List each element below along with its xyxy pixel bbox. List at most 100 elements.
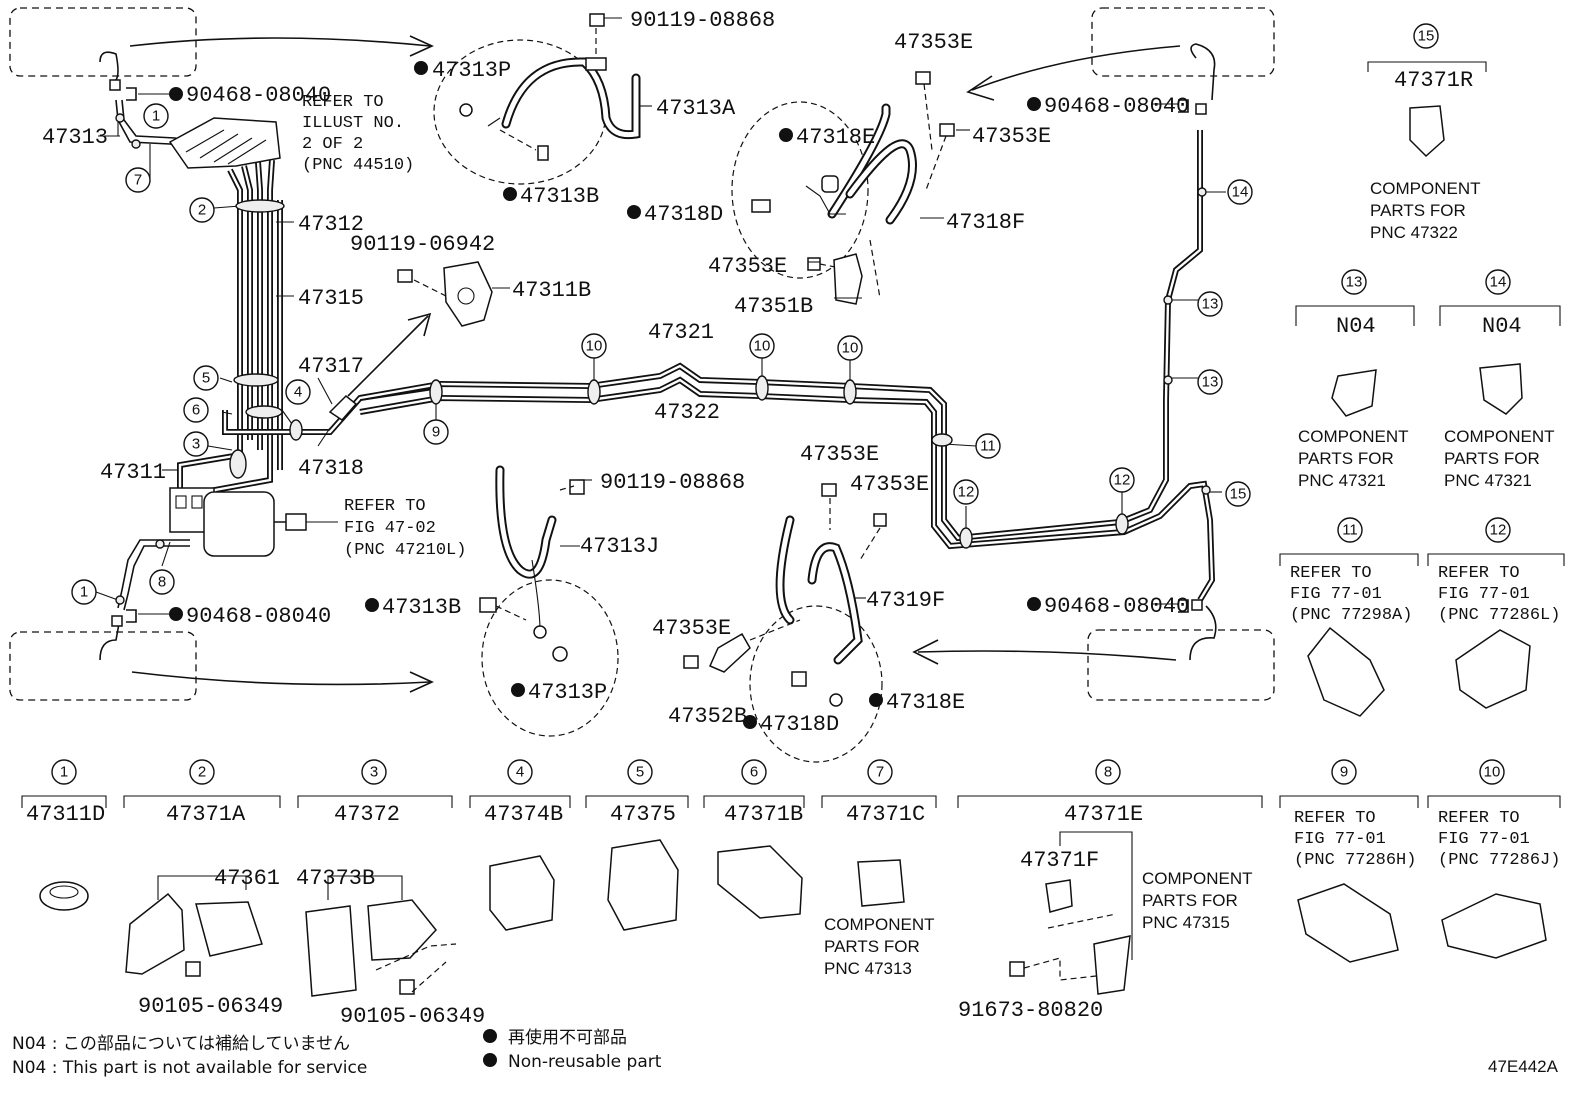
label-90468-08040-tl: 90468-08040 (186, 83, 331, 108)
svg-text:COMPONENT: COMPONENT (824, 915, 935, 934)
legend-nonreuse-ja: 再使用不可部品 (508, 1027, 627, 1048)
clip-markers (126, 87, 1189, 623)
callout-14 (1227, 179, 1253, 205)
svg-text:15: 15 (1418, 28, 1435, 45)
svg-text:47371A: 47371A (166, 802, 246, 827)
svg-text:47371R: 47371R (1394, 68, 1473, 93)
svg-text:FIG 77-01: FIG 77-01 (1294, 830, 1386, 849)
svg-text:4: 4 (516, 764, 524, 781)
svg-text:PARTS FOR: PARTS FOR (824, 937, 920, 956)
label-47313: 47313 (42, 125, 108, 150)
label-47353E-d: 47353E (800, 442, 879, 467)
wheel-box-rear-left (9, 631, 197, 701)
callout-10-a (581, 333, 607, 359)
brake-tube-bundle (115, 99, 1216, 611)
svg-text:2: 2 (198, 764, 206, 781)
callout-10-c (837, 335, 863, 361)
svg-text:14: 14 (1232, 184, 1249, 201)
key-9: 9 REFER TO FIG 77-01 (PNC 77286H) (1279, 759, 1419, 963)
tube-clamps (115, 113, 1211, 605)
label-47311B: 47311B (512, 278, 591, 303)
front-right-hose-assembly (731, 71, 955, 305)
label-47353E-b: 47353E (972, 124, 1051, 149)
label-90119-06942: 90119-06942 (350, 232, 495, 257)
svg-text:PNC 47322: PNC 47322 (1370, 223, 1458, 242)
key-5: 5 47375 (585, 759, 689, 931)
svg-text:91673-80820: 91673-80820 (958, 998, 1103, 1023)
svg-text:PARTS FOR: PARTS FOR (1370, 201, 1466, 220)
svg-text:10: 10 (842, 340, 859, 357)
svg-text:(PNC 77298A): (PNC 77298A) (1290, 606, 1412, 625)
svg-text:47372: 47372 (334, 802, 400, 827)
svg-text:6: 6 (192, 402, 200, 419)
key-7: 7 47371C COMPONENT PARTS FOR PNC 47313 (821, 759, 937, 978)
front-left-hose-assembly (433, 13, 641, 185)
svg-text:PARTS FOR: PARTS FOR (1142, 891, 1238, 910)
label-47318E-bot: 47318E (886, 690, 965, 715)
svg-text:1: 1 (60, 764, 68, 781)
svg-text:FIG 77-01: FIG 77-01 (1290, 585, 1382, 604)
svg-text:14: 14 (1490, 274, 1507, 291)
svg-text:(PNC 77286H): (PNC 77286H) (1294, 851, 1416, 870)
svg-text:9: 9 (432, 424, 440, 441)
label-90468-08040-tr: 90468-08040 (1044, 94, 1189, 119)
svg-text:5: 5 (636, 764, 644, 781)
svg-text:1: 1 (80, 584, 88, 601)
callout-1-top-text: 1 (152, 108, 160, 125)
key-2: 2 47371A 47361 90105-06349 (123, 759, 283, 1019)
label-47313J: 47313J (580, 534, 659, 559)
callout-12-b (1109, 467, 1135, 493)
callout-15 (1225, 481, 1251, 507)
union-47317 (328, 394, 358, 421)
svg-text:PARTS FOR: PARTS FOR (1298, 449, 1394, 468)
svg-text:6: 6 (750, 764, 758, 781)
label-47317: 47317 (298, 354, 364, 379)
svg-text:11: 11 (980, 438, 996, 455)
svg-text:PARTS FOR: PARTS FOR (1444, 449, 1540, 468)
svg-text:12: 12 (958, 484, 975, 501)
wheel-box-front-left (9, 7, 197, 77)
bracket-47311B (397, 261, 493, 327)
callout-1-bottom (71, 579, 97, 605)
label-47351B: 47351B (734, 294, 813, 319)
svg-text:13: 13 (1202, 296, 1219, 313)
diagram-code: 47E442A (1488, 1057, 1559, 1076)
svg-text:47374B: 47374B (484, 802, 563, 827)
svg-text:COMPONENT: COMPONENT (1142, 869, 1253, 888)
callout-11 (975, 433, 1001, 459)
key-13: 13 N04 COMPONENT PARTS FOR PNC 47321 (1295, 269, 1415, 490)
label-47318D-bot: 47318D (760, 712, 839, 737)
svg-text:10: 10 (754, 338, 771, 355)
callout-circles: 1 7 2 5 4 6 3 8 1 9 10 10 10 11 12 12 13… (71, 103, 1253, 605)
label-47318: 47318 (298, 456, 364, 481)
wheel-box-rear-right (1087, 629, 1275, 701)
callout-1-top (143, 103, 169, 129)
label-47312: 47312 (298, 212, 364, 237)
legend-n04-ja: N04 : この部品については補給していません (12, 1034, 350, 1054)
svg-text:8: 8 (1104, 764, 1112, 781)
key-11: 11 REFER TO FIG 77-01 (PNC 77298A) (1279, 517, 1419, 717)
legend: N04 : この部品については補給していません N04 : This part … (12, 1027, 1559, 1078)
svg-text:PNC 47315: PNC 47315 (1142, 913, 1230, 932)
callout-2 (189, 197, 215, 223)
wheel-box-front-right (1091, 7, 1275, 77)
label-47318F: 47318F (946, 210, 1025, 235)
svg-text:47375: 47375 (610, 802, 676, 827)
callout-10-b (749, 333, 775, 359)
label-47318E-top: 47318E (796, 125, 875, 150)
svg-text:13: 13 (1346, 274, 1363, 291)
svg-text:ILLUST NO.: ILLUST NO. (302, 114, 404, 133)
callout-3 (183, 431, 209, 457)
svg-text:FIG 47-02: FIG 47-02 (344, 519, 436, 538)
upper-part-labels: 47313 90468-08040 REFER TO ILLUST NO. 2 … (42, 8, 1189, 737)
rear-right-hose-assembly (683, 483, 887, 763)
svg-text:REFER TO: REFER TO (302, 93, 384, 112)
callout-4 (285, 379, 311, 405)
svg-text:REFER TO: REFER TO (1438, 809, 1520, 828)
svg-text:47373B: 47373B (296, 866, 375, 891)
svg-text:REFER TO: REFER TO (1438, 564, 1520, 583)
svg-text:PNC 47321: PNC 47321 (1298, 471, 1386, 490)
label-47353E-f: 47353E (652, 616, 731, 641)
legend-n04-en: N04 : This part is not available for ser… (12, 1058, 367, 1078)
